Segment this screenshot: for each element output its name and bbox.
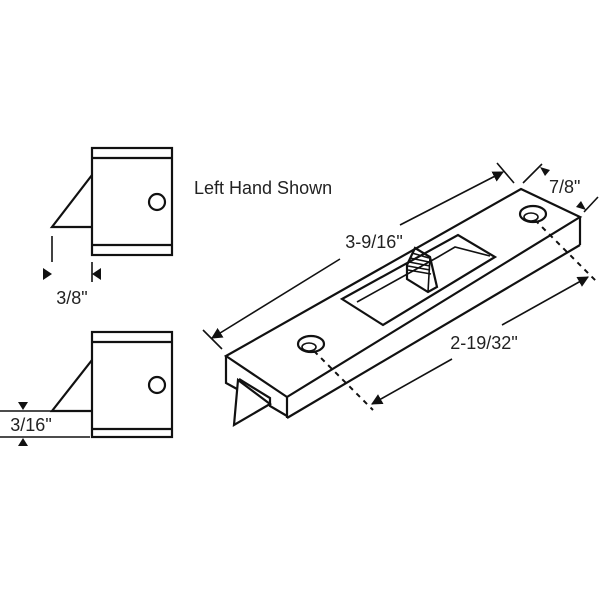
latch-body <box>223 187 583 428</box>
end-view-bottom <box>0 330 174 446</box>
screw-hole-icon <box>147 375 167 395</box>
dimension-label-3-8: 3/8" <box>56 288 87 308</box>
dimension-label-2-19-32: 2-19/32" <box>450 333 517 353</box>
dimension-hole-spacing <box>313 219 597 411</box>
bolt-tongue <box>232 377 272 428</box>
slide-slot <box>339 233 498 327</box>
end-view-top <box>43 146 174 282</box>
bolt-tongue <box>49 174 93 229</box>
bolt-tongue <box>49 359 93 413</box>
dimension-label-3-9-16: 3-9/16" <box>345 232 402 252</box>
dimension-width <box>522 163 599 213</box>
dimension-label-3-16: 3/16" <box>10 415 51 435</box>
dimension-label-7-8: 7/8" <box>549 177 580 197</box>
screw-hole-icon <box>518 204 548 224</box>
thumb-slide-knob <box>405 246 439 294</box>
caption: Left Hand Shown <box>194 178 332 198</box>
dimension-overall-length <box>202 162 515 350</box>
screw-hole-icon <box>296 334 326 354</box>
screw-hole-icon <box>147 192 167 212</box>
